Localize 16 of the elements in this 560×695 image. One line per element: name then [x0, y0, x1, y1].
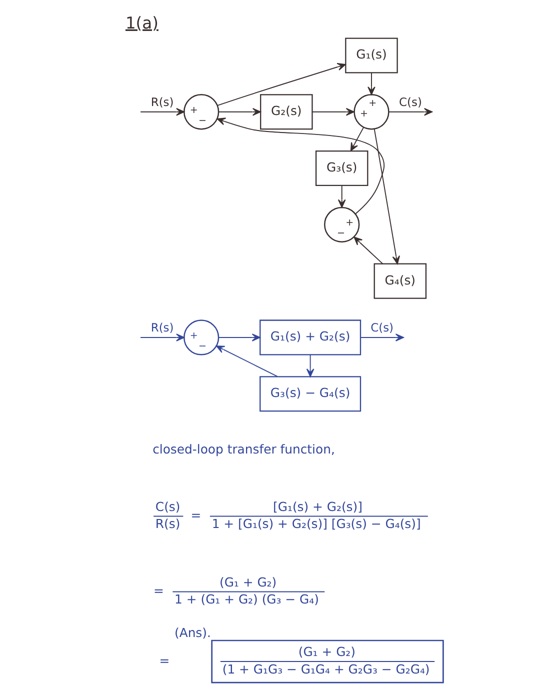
label: C(s): [154, 498, 180, 514]
edge-label: C(s): [398, 94, 422, 109]
label: =: [190, 507, 201, 522]
edge-label: R(s): [150, 94, 174, 109]
edge-label: C(s): [370, 320, 394, 334]
node-label: (Ans).: [174, 625, 210, 640]
edge-label: R(s): [150, 320, 174, 334]
diagram-title: 1(a): [124, 13, 158, 32]
label: 1 + (G₁ + G₂) (G₃ − G₄): [174, 592, 318, 607]
label: [G₁(s) + G₂(s)]: [272, 498, 362, 514]
label: =: [153, 582, 164, 598]
label: R(s): [154, 516, 180, 532]
label: (G₁ + G₂): [218, 574, 276, 590]
label: 1 + [G₁(s) + G₂(s)] [G₃(s) − G₄(s)]: [211, 516, 420, 532]
label: closed-loop transfer function,: [152, 442, 334, 457]
label: =: [158, 652, 170, 668]
